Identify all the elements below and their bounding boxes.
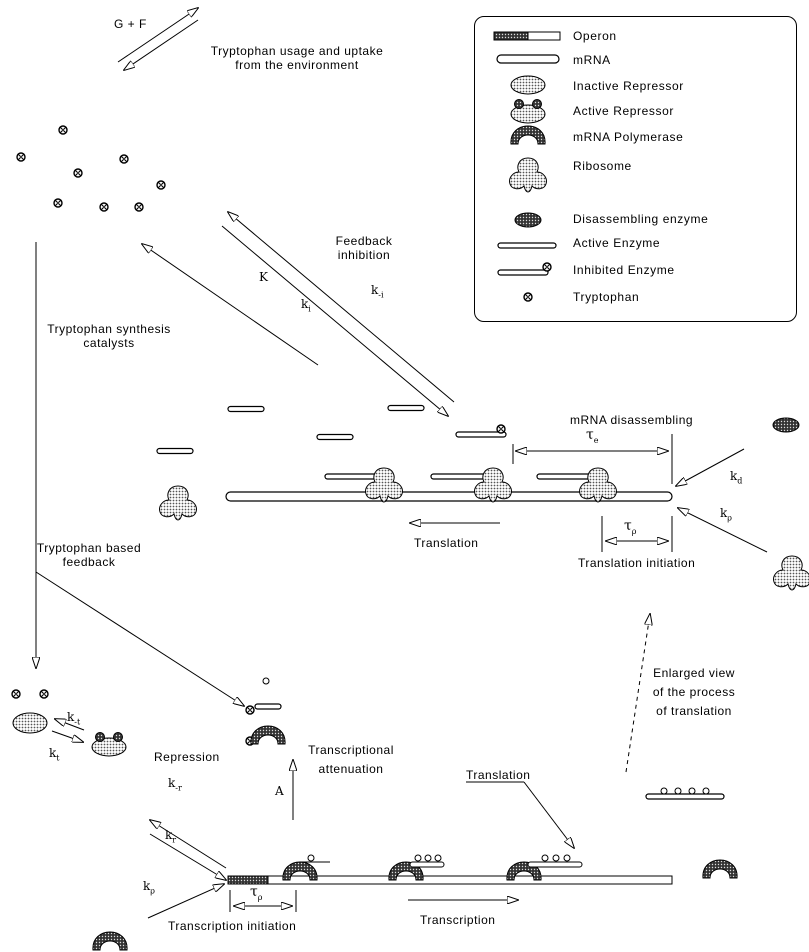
- symbol-K: K: [259, 270, 268, 284]
- legend-item-ribosome: Ribosome: [573, 159, 632, 173]
- symbol-k-minus-r: k-r: [168, 776, 182, 793]
- legend-icons: [493, 31, 561, 302]
- label-feedback-inhibition: Feedback inhibition: [335, 234, 393, 262]
- label-translation-lower: Translation: [466, 768, 531, 782]
- feedback-diagonal-arrow: [35, 571, 244, 706]
- symbol-k-r: kr: [165, 828, 177, 845]
- label-enlarged-view: Enlarged view of the process of translat…: [652, 666, 736, 718]
- symbol-k-i: ki: [301, 297, 311, 314]
- inactive-repressor-lower: [12, 712, 48, 734]
- polymerases-on-dna: [282, 854, 583, 881]
- tryptophan-pool: [16, 125, 166, 212]
- label-transcription: Transcription: [420, 913, 496, 927]
- symbol-k-t: kt: [49, 746, 60, 763]
- label-tryptophan-synthesis: Tryptophan synthesis catalysts: [47, 322, 171, 350]
- legend-item-active-repressor: Active Repressor: [573, 104, 674, 118]
- legend-item-tryptophan: Tryptophan: [573, 290, 640, 304]
- legend-item-polymerase: mRNA Polymerase: [573, 130, 684, 144]
- label-translation-upper: Translation: [414, 536, 479, 550]
- incoming-ribosome-right: [773, 555, 809, 591]
- legend-item-disassembling-enzyme: Disassembling enzyme: [573, 212, 709, 226]
- symbol-k-minus-i: k-i: [371, 283, 384, 300]
- symbol-k-d: kd: [730, 469, 743, 486]
- mrna-upper: [225, 491, 673, 502]
- label-tryptophan-feedback: Tryptophan based feedback: [36, 541, 142, 569]
- operon: [227, 875, 269, 885]
- legend-item-inhibited-enzyme: Inhibited Enzyme: [573, 263, 675, 277]
- label-transcription-initiation: Transcription initiation: [168, 919, 297, 933]
- legend-box: [474, 16, 797, 322]
- free-enzymes-upper: [156, 404, 507, 455]
- legend-item-mrna: mRNA: [573, 53, 611, 67]
- label-transcriptional-attenuation: Transcriptional attenuation: [308, 743, 394, 776]
- g-plus-f-arrows: [117, 8, 198, 70]
- label-repression: Repression: [154, 750, 220, 764]
- symbol-tau-rho-lower: τρ: [250, 884, 263, 902]
- incoming-polymerase: [92, 931, 128, 951]
- free-ribosome-left: [159, 485, 197, 521]
- symbol-k-rho-lower: kρ: [143, 879, 155, 896]
- disassembling-enzyme: [772, 417, 800, 433]
- legend-item-inactive-repressor: Inactive Repressor: [573, 79, 684, 93]
- synthesis-arrow: [142, 244, 319, 366]
- active-repressor-lower: [91, 732, 127, 757]
- label-tryptophan-usage: Tryptophan usage and uptake from the env…: [210, 44, 384, 72]
- symbol-tau-e: τe: [586, 427, 599, 445]
- label-g-plus-f: G + F: [114, 17, 147, 31]
- symbol-k-minus-t: k-t: [67, 710, 81, 727]
- label-translation-initiation: Translation initiation: [578, 556, 696, 570]
- label-mrna-disassembling: mRNA disassembling: [570, 413, 694, 427]
- symbol-tau-rho-upper: τρ: [624, 518, 637, 536]
- legend-item-active-enzyme: Active Enzyme: [573, 236, 661, 250]
- feedback-inhibition-arrows: [221, 212, 455, 416]
- legend-item-operon: Operon: [573, 29, 617, 43]
- symbol-A: A: [275, 784, 284, 798]
- symbol-k-rho-upper: kρ: [720, 506, 732, 523]
- enlarged-view-arrow: [625, 614, 650, 773]
